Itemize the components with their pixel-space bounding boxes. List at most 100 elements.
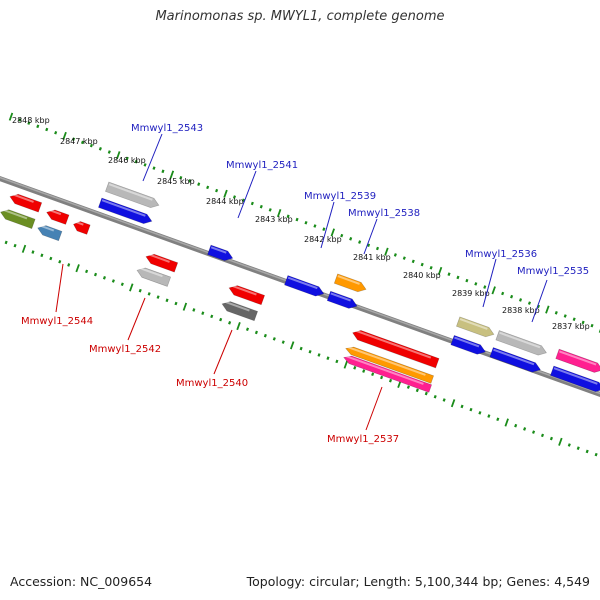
- gene-arrow-shine: [39, 224, 55, 232]
- tick-mark: [585, 449, 589, 454]
- tick-mark: [349, 237, 353, 241]
- gene-arrow-shine: [354, 329, 432, 359]
- tick-mark: [241, 198, 245, 203]
- gene-arrow-shine: [344, 354, 424, 385]
- tick-mark: [504, 418, 509, 427]
- gene-arrow: [9, 193, 43, 213]
- tick-mark: [384, 247, 389, 256]
- gene-arrow-shine: [346, 345, 426, 376]
- leader-line: [363, 218, 378, 255]
- tick-mark: [45, 127, 49, 132]
- tick-mark: [483, 285, 487, 289]
- genome-stats-text: Topology: circular; Length: 5,100,344 bp…: [246, 574, 590, 589]
- tick-mark: [245, 327, 250, 332]
- tick-mark: [129, 283, 134, 292]
- gene-label: Mmwyl1_2542: [89, 344, 161, 355]
- tick-mark: [304, 220, 308, 225]
- tick-mark: [415, 388, 419, 393]
- tick-mark: [367, 243, 371, 248]
- tick-mark: [54, 130, 58, 135]
- tick-mark: [487, 414, 491, 418]
- tick-mark: [340, 233, 344, 238]
- tick-mark: [165, 298, 169, 303]
- gene-arrow: [228, 285, 266, 306]
- kbp-label: 2842 kbp: [304, 235, 342, 244]
- tick-mark: [143, 163, 147, 167]
- tick-mark: [36, 124, 40, 129]
- tick-mark: [152, 166, 156, 170]
- tick-mark: [268, 208, 272, 212]
- tick-mark: [182, 302, 188, 311]
- tick-mark: [567, 443, 571, 447]
- gene-arrow: [145, 253, 179, 273]
- gene-label: Mmwyl1_2541: [226, 160, 298, 171]
- leader-line: [127, 297, 146, 341]
- gene-arrow-shine: [147, 253, 170, 263]
- gene-arrow-shine: [553, 367, 598, 385]
- tick-mark: [549, 436, 553, 441]
- gene-arrow: [284, 275, 325, 297]
- tick-mark: [545, 305, 550, 314]
- gene-arrow: [221, 301, 259, 322]
- gene-arrow-shine: [330, 292, 351, 302]
- gene-arrow: [456, 316, 495, 338]
- gene-arrow: [136, 267, 172, 287]
- gene-arrow-shine: [138, 266, 163, 278]
- tick-mark: [223, 189, 228, 198]
- tick-mark: [433, 394, 437, 399]
- tick-mark: [335, 359, 339, 364]
- leader-line: [320, 201, 335, 249]
- tick-mark: [215, 188, 219, 193]
- tick-mark: [343, 360, 349, 369]
- tick-mark: [594, 452, 598, 457]
- tick-mark: [75, 264, 80, 273]
- gene-arrow: [98, 197, 153, 224]
- leader-line: [55, 263, 64, 313]
- tick-mark: [289, 341, 295, 350]
- tick-mark: [250, 201, 254, 206]
- kbp-label: 2847 kbp: [60, 137, 98, 146]
- tick-mark: [62, 131, 67, 141]
- accession-text: Accession: NC_009654: [10, 574, 153, 589]
- tick-mark: [259, 204, 263, 209]
- tick-mark: [236, 321, 241, 331]
- gene-arrow-shine: [287, 276, 318, 290]
- kbp-label: 2839 kbp: [452, 289, 490, 298]
- tick-mark: [527, 301, 532, 305]
- gene-arrow: [489, 347, 541, 373]
- tick-mark: [536, 304, 540, 309]
- gene-arrow-shine: [337, 275, 360, 285]
- tick-mark: [85, 269, 89, 274]
- gene-arrow: [352, 330, 440, 369]
- tick-mark: [501, 291, 505, 296]
- gene-arrow: [343, 355, 433, 393]
- gene-label: Mmwyl1_2540: [176, 378, 248, 389]
- tick-mark: [469, 407, 473, 412]
- tick-mark: [125, 156, 129, 161]
- gene-arrow-shine: [493, 348, 535, 366]
- tick-mark: [40, 253, 44, 258]
- tick-mark: [420, 262, 424, 267]
- gene-arrow-shine: [559, 350, 597, 366]
- tick-mark: [134, 159, 138, 164]
- tick-mark: [192, 308, 196, 312]
- tick-mark: [380, 375, 384, 380]
- gene-arrow: [450, 334, 486, 355]
- tick-mark: [228, 321, 232, 325]
- tick-mark: [326, 356, 330, 360]
- gene-arrow: [105, 181, 160, 208]
- tick-mark: [156, 295, 160, 299]
- tick-mark: [27, 121, 31, 125]
- tick-mark: [276, 209, 282, 218]
- tick-mark: [362, 369, 366, 373]
- tick-mark: [72, 137, 76, 141]
- tick-mark: [272, 337, 276, 341]
- tick-mark: [281, 340, 285, 344]
- tick-mark: [49, 256, 53, 261]
- leader-line: [213, 329, 233, 375]
- gene-arrow-shine: [454, 336, 480, 348]
- tick-mark: [219, 317, 223, 322]
- leader-line: [482, 258, 497, 308]
- gene-arrow-shine: [48, 208, 62, 216]
- tick-mark: [429, 265, 433, 270]
